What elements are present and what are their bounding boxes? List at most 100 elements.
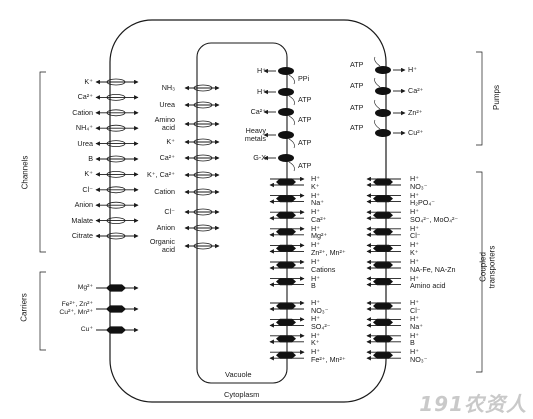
symporter-ion-label: SO₄²⁻, MoO₄²⁻ bbox=[410, 214, 459, 224]
vacuole-channel-pore bbox=[193, 224, 213, 232]
symporter-h-label: H⁺ bbox=[410, 190, 419, 200]
carrier-ion-label: Mg²⁺ bbox=[77, 284, 93, 291]
energy-curve bbox=[288, 95, 295, 106]
carrier-ion-label: Fe²⁺, Zn²⁺ Cu²⁺, Mn²⁺ bbox=[59, 301, 93, 316]
symporter-h-label: H⁺ bbox=[410, 240, 419, 250]
channel-ion-label: B bbox=[88, 154, 93, 163]
pm-symporter bbox=[373, 318, 393, 326]
energy-curve bbox=[288, 161, 295, 172]
channel-ion-label: Citrate bbox=[71, 231, 93, 240]
vacuole-channel-ion-label: Ca²⁺ bbox=[159, 153, 175, 162]
antiporter-h-label: H⁺ bbox=[311, 223, 320, 233]
antiporter-h-label: H⁺ bbox=[311, 190, 320, 200]
antiporter-ion-label: NO₃⁻ bbox=[311, 305, 329, 315]
watermark-logo: 191农资人 bbox=[419, 388, 527, 417]
cell-membrane bbox=[109, 19, 387, 403]
vacuole-channel-pore bbox=[193, 188, 213, 196]
symporter-ion-label: NA-Fe, NA-Zn bbox=[410, 264, 456, 274]
vacuole-antiporter bbox=[276, 211, 296, 219]
symporter-ion-label: Cl⁻ bbox=[410, 231, 421, 241]
energy-curve bbox=[288, 138, 295, 149]
antiporter-h-label: H⁺ bbox=[311, 298, 320, 307]
channels-label: Channels bbox=[20, 155, 30, 190]
antiporter-h-label: H⁺ bbox=[311, 314, 320, 324]
symporter-ion-label: NO₃⁻ bbox=[410, 181, 428, 191]
symporter-h-label: H⁺ bbox=[410, 223, 419, 233]
vacuole-channel-pore bbox=[193, 84, 213, 92]
pm-symporter bbox=[373, 278, 393, 286]
channel-ion-label: Anion bbox=[74, 200, 93, 210]
vacuole-antiporter bbox=[276, 195, 296, 203]
vacuole-pump bbox=[278, 131, 294, 139]
symporter-h-label: H⁺ bbox=[410, 347, 419, 357]
energy-curve bbox=[288, 115, 295, 126]
vacuole-pump-energy-label: ATP bbox=[298, 95, 312, 104]
vacuole-antiporter bbox=[276, 318, 296, 326]
vacuole-pump bbox=[278, 154, 294, 162]
antiporter-ion-label: Mg²⁺ bbox=[311, 231, 328, 241]
symporter-h-label: H⁺ bbox=[410, 207, 419, 217]
pm-symporter bbox=[373, 261, 393, 269]
channel-pore bbox=[106, 232, 126, 240]
vacuole-pump-energy-label: PPi bbox=[298, 74, 310, 83]
energy-curve bbox=[288, 74, 295, 85]
pm-symporter bbox=[373, 335, 393, 343]
carrier-hexagon bbox=[106, 284, 126, 292]
vacuole-channel-pore bbox=[193, 101, 213, 109]
symporter-ion-label: Amino acid bbox=[410, 281, 446, 291]
watermark-text: 191农资人 bbox=[419, 392, 527, 416]
channel-ion-label: Ca²⁺ bbox=[77, 92, 93, 102]
channel-pore bbox=[106, 217, 126, 225]
vacuole-pump-ion-label: H⁺ bbox=[257, 66, 266, 75]
vacuole-antiporter bbox=[276, 261, 296, 269]
channel-ion-label: Cation bbox=[72, 107, 93, 117]
pm-energy-curve bbox=[374, 56, 381, 67]
vacuole-channel-pore bbox=[193, 154, 213, 162]
channel-pore bbox=[106, 94, 126, 101]
antiporter-ion-label: Fe²⁺, Mn²⁺ bbox=[311, 354, 346, 364]
antiporter-h-label: H⁺ bbox=[311, 174, 320, 183]
pm-pump-energy-label: ATP bbox=[350, 60, 364, 69]
vacuole-channel-pore bbox=[193, 171, 213, 179]
channel-ion-label: K⁺ bbox=[84, 169, 93, 179]
antiporter-h-label: H⁺ bbox=[311, 347, 320, 357]
antiporter-ion-label: K⁺ bbox=[311, 338, 320, 348]
vacuole-channel-ion-label: Urea bbox=[159, 100, 175, 109]
pm-symporter bbox=[373, 351, 393, 359]
vacuole-pump-ion-label: H⁺ bbox=[257, 87, 266, 96]
channel-pore bbox=[106, 155, 126, 163]
vacuole-channel-ion-label: Cation bbox=[154, 187, 175, 196]
pm-energy-curve bbox=[374, 77, 381, 88]
vacuole-antiporter bbox=[276, 228, 296, 236]
pumps-bracket bbox=[476, 51, 483, 146]
channel-ion-label: Cl⁻ bbox=[82, 184, 93, 194]
pm-pump bbox=[375, 87, 391, 95]
antiporter-h-label: H⁺ bbox=[311, 330, 320, 340]
symporter-ion-label: Na⁺ bbox=[410, 321, 423, 331]
vacuole-antiporter bbox=[276, 278, 296, 286]
channel-pore bbox=[106, 78, 126, 86]
pm-pump-ion-label: Ca²⁺ bbox=[408, 86, 424, 95]
vacuole-antiporter bbox=[276, 335, 296, 343]
channel-ion-label: K⁺ bbox=[84, 77, 93, 86]
vacuole-antiporter bbox=[276, 178, 296, 186]
vacuole-channel-ion-label: Cl⁻ bbox=[164, 207, 175, 216]
coupled-bracket bbox=[476, 171, 483, 373]
pm-symporter bbox=[373, 178, 393, 186]
vacuole-channel-ion-label: K⁺, Ca²⁺ bbox=[147, 170, 175, 179]
carrier-ion-label: Cu⁺ bbox=[80, 326, 93, 333]
antiporter-ion-label: K⁺ bbox=[311, 181, 320, 191]
vacuole-channel-pore bbox=[193, 208, 213, 216]
carriers-bracket bbox=[39, 271, 46, 351]
channel-pore bbox=[106, 170, 126, 178]
pm-pump bbox=[375, 66, 391, 74]
vacuole-pump bbox=[278, 88, 294, 96]
vacuole-membrane bbox=[196, 42, 288, 384]
vacuole-channel-ion-label: NH₃ bbox=[161, 83, 175, 92]
pm-symporter bbox=[373, 228, 393, 236]
antiporter-ion-label: SO₄²⁻ bbox=[311, 321, 331, 331]
antiporter-ion-label: Na⁺ bbox=[311, 198, 324, 208]
channel-ion-label: Urea bbox=[77, 138, 93, 148]
pm-pump bbox=[375, 129, 391, 137]
